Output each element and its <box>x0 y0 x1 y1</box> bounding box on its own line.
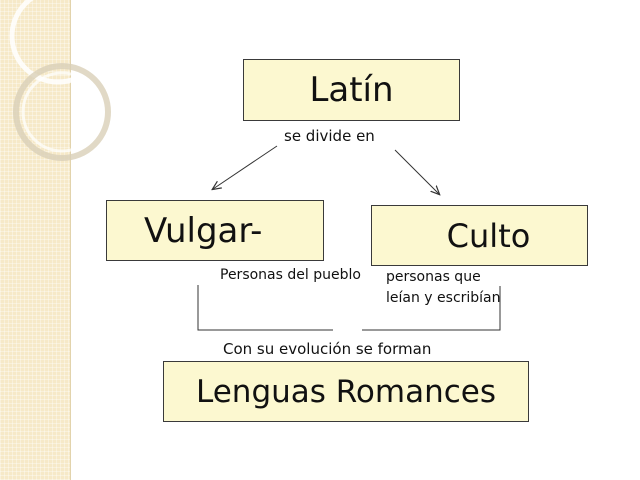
node-vulgar: Vulgar- <box>106 200 324 261</box>
node-latin: Latín <box>243 59 460 121</box>
node-latin-label: Latín <box>309 70 394 110</box>
edge-label-evolution: Con su evolución se forman <box>223 340 432 358</box>
culto-description: personas que leían y escribían <box>386 269 501 306</box>
bracket-left <box>197 285 333 331</box>
arrow-to-culto <box>394 149 439 194</box>
vulgar-description: Personas del pueblo <box>220 267 361 283</box>
decorative-circles <box>9 0 111 161</box>
edge-label-divide: se divide en <box>284 127 375 145</box>
node-lenguas-romances-label: Lenguas Romances <box>196 373 496 410</box>
node-lenguas-romances: Lenguas Romances <box>163 361 529 422</box>
node-culto: Culto <box>371 205 588 266</box>
node-culto-label: Culto <box>446 216 531 255</box>
node-vulgar-label: Vulgar- <box>144 210 263 251</box>
arrow-to-vulgar <box>213 145 278 189</box>
